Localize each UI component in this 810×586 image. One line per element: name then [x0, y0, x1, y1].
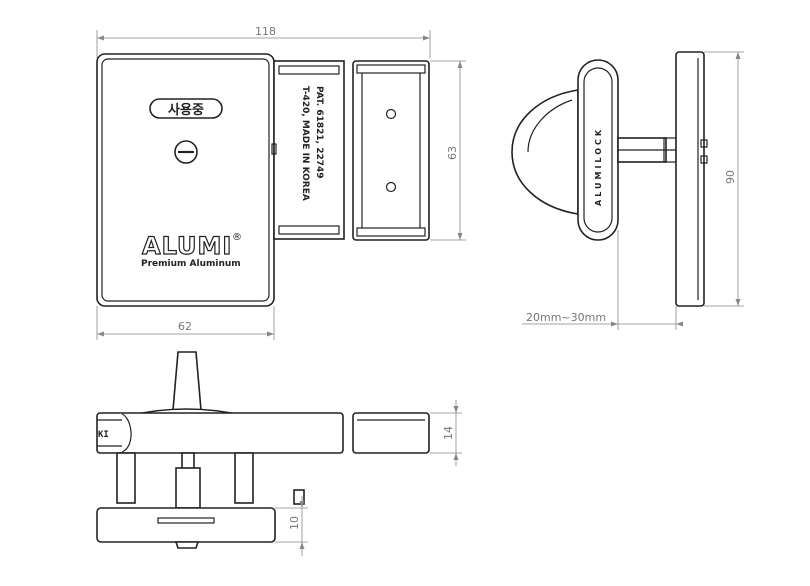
strike-screw-hole-bottom [385, 181, 397, 193]
back-plate [675, 51, 705, 307]
dimension-14-label: 14 [442, 426, 455, 440]
dimension-range: 20mm~30mm [522, 230, 683, 330]
knob-fin [172, 351, 202, 411]
status-label: 사용중 [168, 102, 204, 118]
edge-text: KI [98, 430, 109, 440]
dimension-63-label: 63 [446, 146, 459, 160]
dimension-10: 10 [275, 496, 308, 556]
dimension-118: 118 [96, 25, 431, 58]
dimension-range-label: 20mm~30mm [526, 311, 606, 324]
dimension-90-label: 90 [724, 170, 737, 184]
front-view: 118 사용중 ALUMI ® Premium Aluminum PAT. 61… [96, 25, 466, 340]
patent-line2: T-420, MADE IN KOREA [300, 86, 310, 201]
strike-screw-hole-top [385, 108, 397, 120]
top-strike-block [352, 412, 430, 454]
patent-line1: PAT. 61821, 22749 [314, 86, 324, 179]
connector-housing [273, 60, 345, 240]
strike-plate [352, 60, 430, 241]
top-base-plate [96, 507, 276, 543]
screw-icon [174, 140, 198, 164]
leg-left [116, 452, 136, 504]
dimension-14: 14 [430, 400, 462, 466]
vertical-brand: ALUMILOCK [594, 127, 603, 206]
dimension-118-label: 118 [255, 25, 276, 38]
dimension-63: 63 [430, 60, 466, 241]
status-pill [149, 98, 223, 119]
dimension-10-label: 10 [288, 516, 301, 530]
dimension-90: 90 [704, 51, 744, 307]
top-handle-bar [96, 412, 344, 454]
dimension-62: 62 [96, 306, 275, 340]
brand-logo: ALUMI [142, 232, 232, 260]
leg-right [234, 452, 254, 504]
side-view: ALUMILOCK 90 20mm~30mm [511, 51, 744, 330]
dimension-62-label: 62 [178, 320, 192, 333]
brand-tagline: Premium Aluminum [141, 259, 241, 269]
top-view: KI 14 10 [96, 351, 462, 556]
knob-dome [511, 89, 579, 215]
registered-mark: ® [232, 232, 242, 243]
